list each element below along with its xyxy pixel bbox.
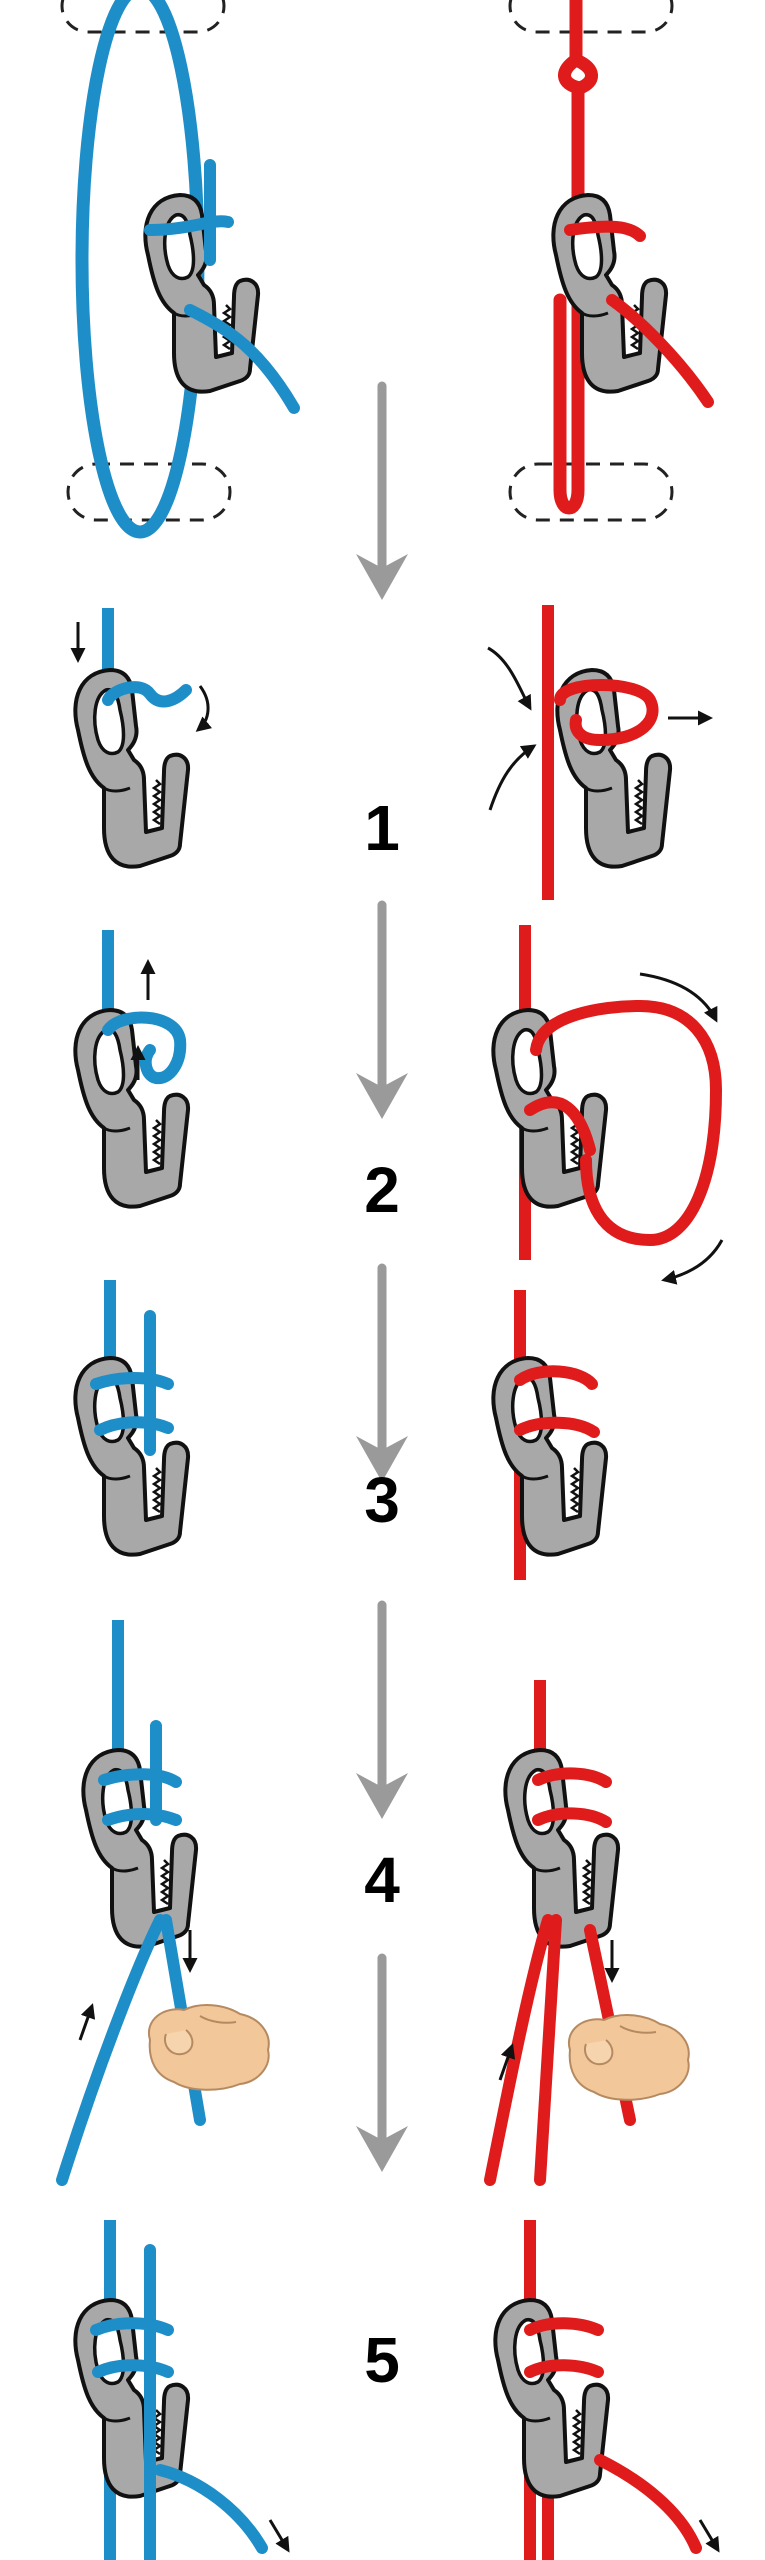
step-number-1: 1 [364, 792, 400, 864]
step-number-4: 4 [364, 1844, 400, 1916]
blue-rope-icon [90, 2244, 268, 2560]
blue-rope-icon [144, 159, 300, 414]
motion-arrow [698, 2519, 720, 2553]
down-arrow-icon [356, 1605, 408, 1819]
motion-arrow [78, 2003, 96, 2041]
hand-icon [567, 2014, 690, 2101]
motion-arrow [195, 685, 213, 732]
motion-arrow [639, 972, 718, 1023]
blue-rope-icon [56, 1720, 182, 2186]
red-rope-icon [524, 2317, 702, 2554]
step-5-left [73, 2220, 290, 2560]
step-5-right [493, 2220, 720, 2560]
dashed-anchor-icon [66, 462, 232, 522]
down-arrow-icon [356, 905, 408, 1119]
red-rope-icon [484, 1767, 612, 2186]
red-rope-icon [553, 0, 598, 515]
motion-arrow [488, 744, 537, 811]
red-rope-icon [530, 999, 723, 1247]
motion-arrow [498, 2043, 516, 2081]
step-3-right [491, 1290, 609, 1580]
blue-rope-icon [90, 1310, 174, 1456]
step-4-right [484, 1680, 690, 2186]
tensioning-hook-icon [73, 1008, 191, 1209]
initial-right-red [508, 0, 714, 522]
step-number-5: 5 [364, 2324, 400, 2396]
initial-left-blue [60, 0, 300, 539]
down-arrow-icon [356, 386, 408, 600]
motion-arrow [268, 2519, 290, 2553]
step-3-left [73, 1280, 191, 1557]
red-rope-icon [564, 220, 714, 408]
down-arrow-icon [356, 1958, 408, 2172]
down-arrow-icon [356, 1268, 408, 1482]
step-4-left [56, 1620, 270, 2186]
dashed-anchor-icon [508, 462, 674, 522]
step-1-left [70, 608, 213, 869]
red-rope-icon [524, 1096, 596, 1156]
motion-arrow [661, 1239, 724, 1285]
step-1-right [487, 605, 713, 900]
step-number-2: 2 [364, 1154, 400, 1226]
red-rope-icon [514, 1365, 600, 1438]
dashed-anchor-icon [60, 0, 226, 34]
step-2-right [491, 925, 724, 1285]
step-number-3: 3 [364, 1464, 400, 1536]
motion-arrow [487, 646, 532, 711]
dashed-anchor-icon [508, 0, 674, 34]
step-2-left [73, 930, 191, 1209]
red-rope-icon [554, 679, 659, 747]
blue-rope-icon [102, 1011, 187, 1085]
blue-rope-icon [102, 681, 192, 708]
hand-icon [147, 2004, 270, 2091]
